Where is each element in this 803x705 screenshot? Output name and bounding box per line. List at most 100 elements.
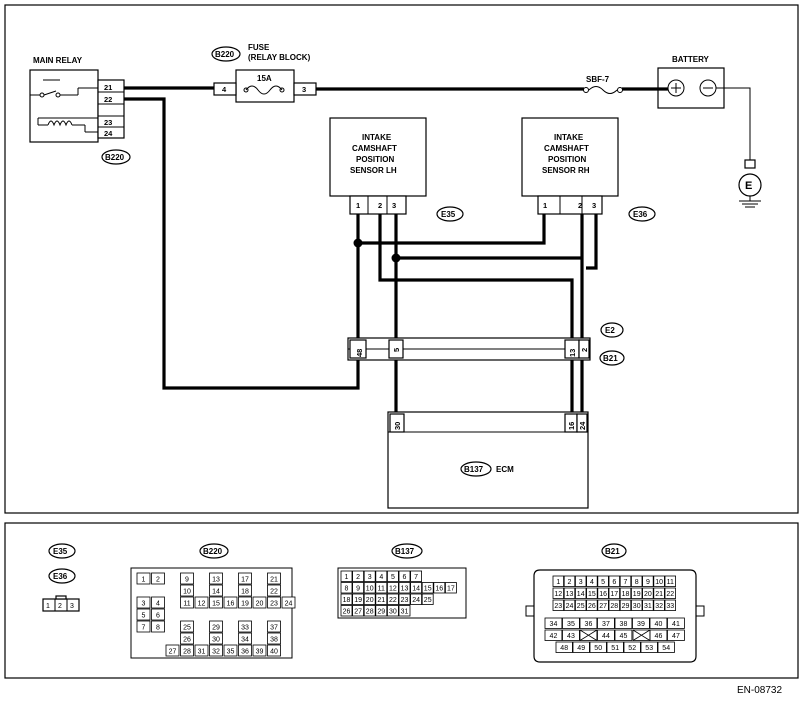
- pin-cell: [619, 587, 632, 599]
- pin-cell: [209, 620, 223, 633]
- pin-number: 20: [644, 591, 652, 598]
- pin-cell: [340, 605, 353, 617]
- pin-number: 6: [156, 613, 160, 620]
- pin-cell: [586, 575, 598, 587]
- fuse-pin-3: 3: [302, 85, 306, 94]
- pin-cell: [619, 575, 632, 587]
- pin-cell: [223, 596, 238, 609]
- sensor-lh-pins: [349, 195, 407, 215]
- pin-number: 16: [435, 586, 443, 593]
- pin-cell: [589, 641, 607, 653]
- pin-cell: [597, 587, 609, 599]
- pin-cell: [555, 641, 573, 653]
- pin-number: 30: [389, 609, 397, 616]
- pin-cell: [642, 587, 654, 599]
- battery-ground-wire: [716, 87, 751, 160]
- relay-pin-24: 24: [104, 129, 113, 138]
- wire-splice-to-rh-pin1: [358, 214, 546, 245]
- pin-cell: [631, 587, 643, 599]
- pin-number: 52: [628, 645, 636, 652]
- pin-cell: [209, 584, 223, 597]
- pin-number: 23: [270, 601, 278, 608]
- svg-text:1: 1: [356, 201, 360, 210]
- pin-cell: [375, 605, 388, 617]
- pin-number: 8: [345, 586, 349, 593]
- pin-cell: [363, 570, 376, 582]
- sensor-rh-line4: SENSOR RH: [542, 166, 590, 175]
- pin-number: 24: [285, 601, 293, 608]
- pin-cell: [238, 632, 252, 645]
- pin-cell: [136, 572, 151, 585]
- relay-coil: [47, 120, 73, 127]
- pin-cell: [552, 575, 565, 587]
- pin-number: 1: [556, 579, 560, 586]
- relay-pin-block: [97, 79, 125, 139]
- pin-cell: [632, 617, 650, 629]
- svg-text:E2: E2: [605, 326, 615, 335]
- pin-number: 31: [198, 649, 206, 656]
- pin-cell: [180, 620, 194, 633]
- pin-number: 7: [414, 574, 418, 581]
- pin-number: 10: [655, 579, 663, 586]
- pin-number: 21: [655, 591, 663, 598]
- pin-cell: [252, 644, 267, 657]
- pin-cell: [640, 641, 658, 653]
- pin-cell: [398, 582, 411, 594]
- sbf-label: SBF-7: [586, 75, 610, 84]
- pin-number: 12: [198, 601, 206, 608]
- pin-number: 21: [377, 597, 385, 604]
- pin-number: 24: [566, 603, 574, 610]
- ground-connector: [744, 159, 756, 169]
- pin-cell: [209, 632, 223, 645]
- junction-pin-13: 13: [568, 349, 577, 357]
- pin-cell: [410, 582, 423, 594]
- pin-number: 32: [212, 649, 220, 656]
- pin-cell: [608, 587, 621, 599]
- pin-number: 31: [401, 609, 409, 616]
- pin-cell: [631, 599, 643, 611]
- pin-cell: [667, 617, 685, 629]
- pin-number: 45: [620, 633, 628, 640]
- pin-number: 6: [612, 579, 616, 586]
- svg-text:1: 1: [543, 201, 547, 210]
- pin-number: 51: [611, 645, 619, 652]
- pin-cell: [544, 617, 563, 629]
- pin-cell: [608, 575, 621, 587]
- pin-number: 26: [588, 603, 596, 610]
- svg-text:3: 3: [392, 201, 396, 210]
- relay-pin-21: 21: [104, 83, 112, 92]
- pin-number: 3: [368, 574, 372, 581]
- pin-cell: [386, 570, 399, 582]
- pin-cell: [375, 570, 388, 582]
- pin-number: 23: [554, 603, 562, 610]
- pin-number: 7: [142, 625, 146, 632]
- connector-tag-b137: [460, 461, 492, 477]
- pin-cell: [614, 617, 633, 629]
- pin-cell: [664, 587, 677, 599]
- pin-cell: [209, 596, 223, 609]
- pin-number: 12: [389, 586, 397, 593]
- pin-number: 33: [666, 603, 674, 610]
- pin-number: 25: [577, 603, 585, 610]
- pin-cell: [562, 629, 580, 641]
- pin-number: 19: [241, 601, 249, 608]
- pin-cell: [363, 582, 376, 594]
- pin-cell: [664, 575, 677, 587]
- pin-number: 15: [212, 601, 220, 608]
- pin-number: 9: [356, 586, 360, 593]
- relay-pin-22: 22: [104, 95, 112, 104]
- legend-tag-e35: [48, 543, 76, 559]
- pin-cell: [340, 593, 353, 605]
- figure-code: EN-08732: [737, 685, 782, 696]
- pin-cell: [653, 575, 665, 587]
- svg-text:1: 1: [46, 603, 50, 610]
- sensor-lh-line4: SENSOR LH: [350, 166, 397, 175]
- connector-tag-e36: [628, 206, 656, 222]
- svg-text:3: 3: [592, 201, 596, 210]
- ecm-box: [387, 411, 589, 509]
- pin-number: 40: [270, 649, 278, 656]
- pin-number: 28: [366, 609, 374, 616]
- pin-number: 28: [183, 649, 191, 656]
- pin-number: 37: [602, 621, 610, 628]
